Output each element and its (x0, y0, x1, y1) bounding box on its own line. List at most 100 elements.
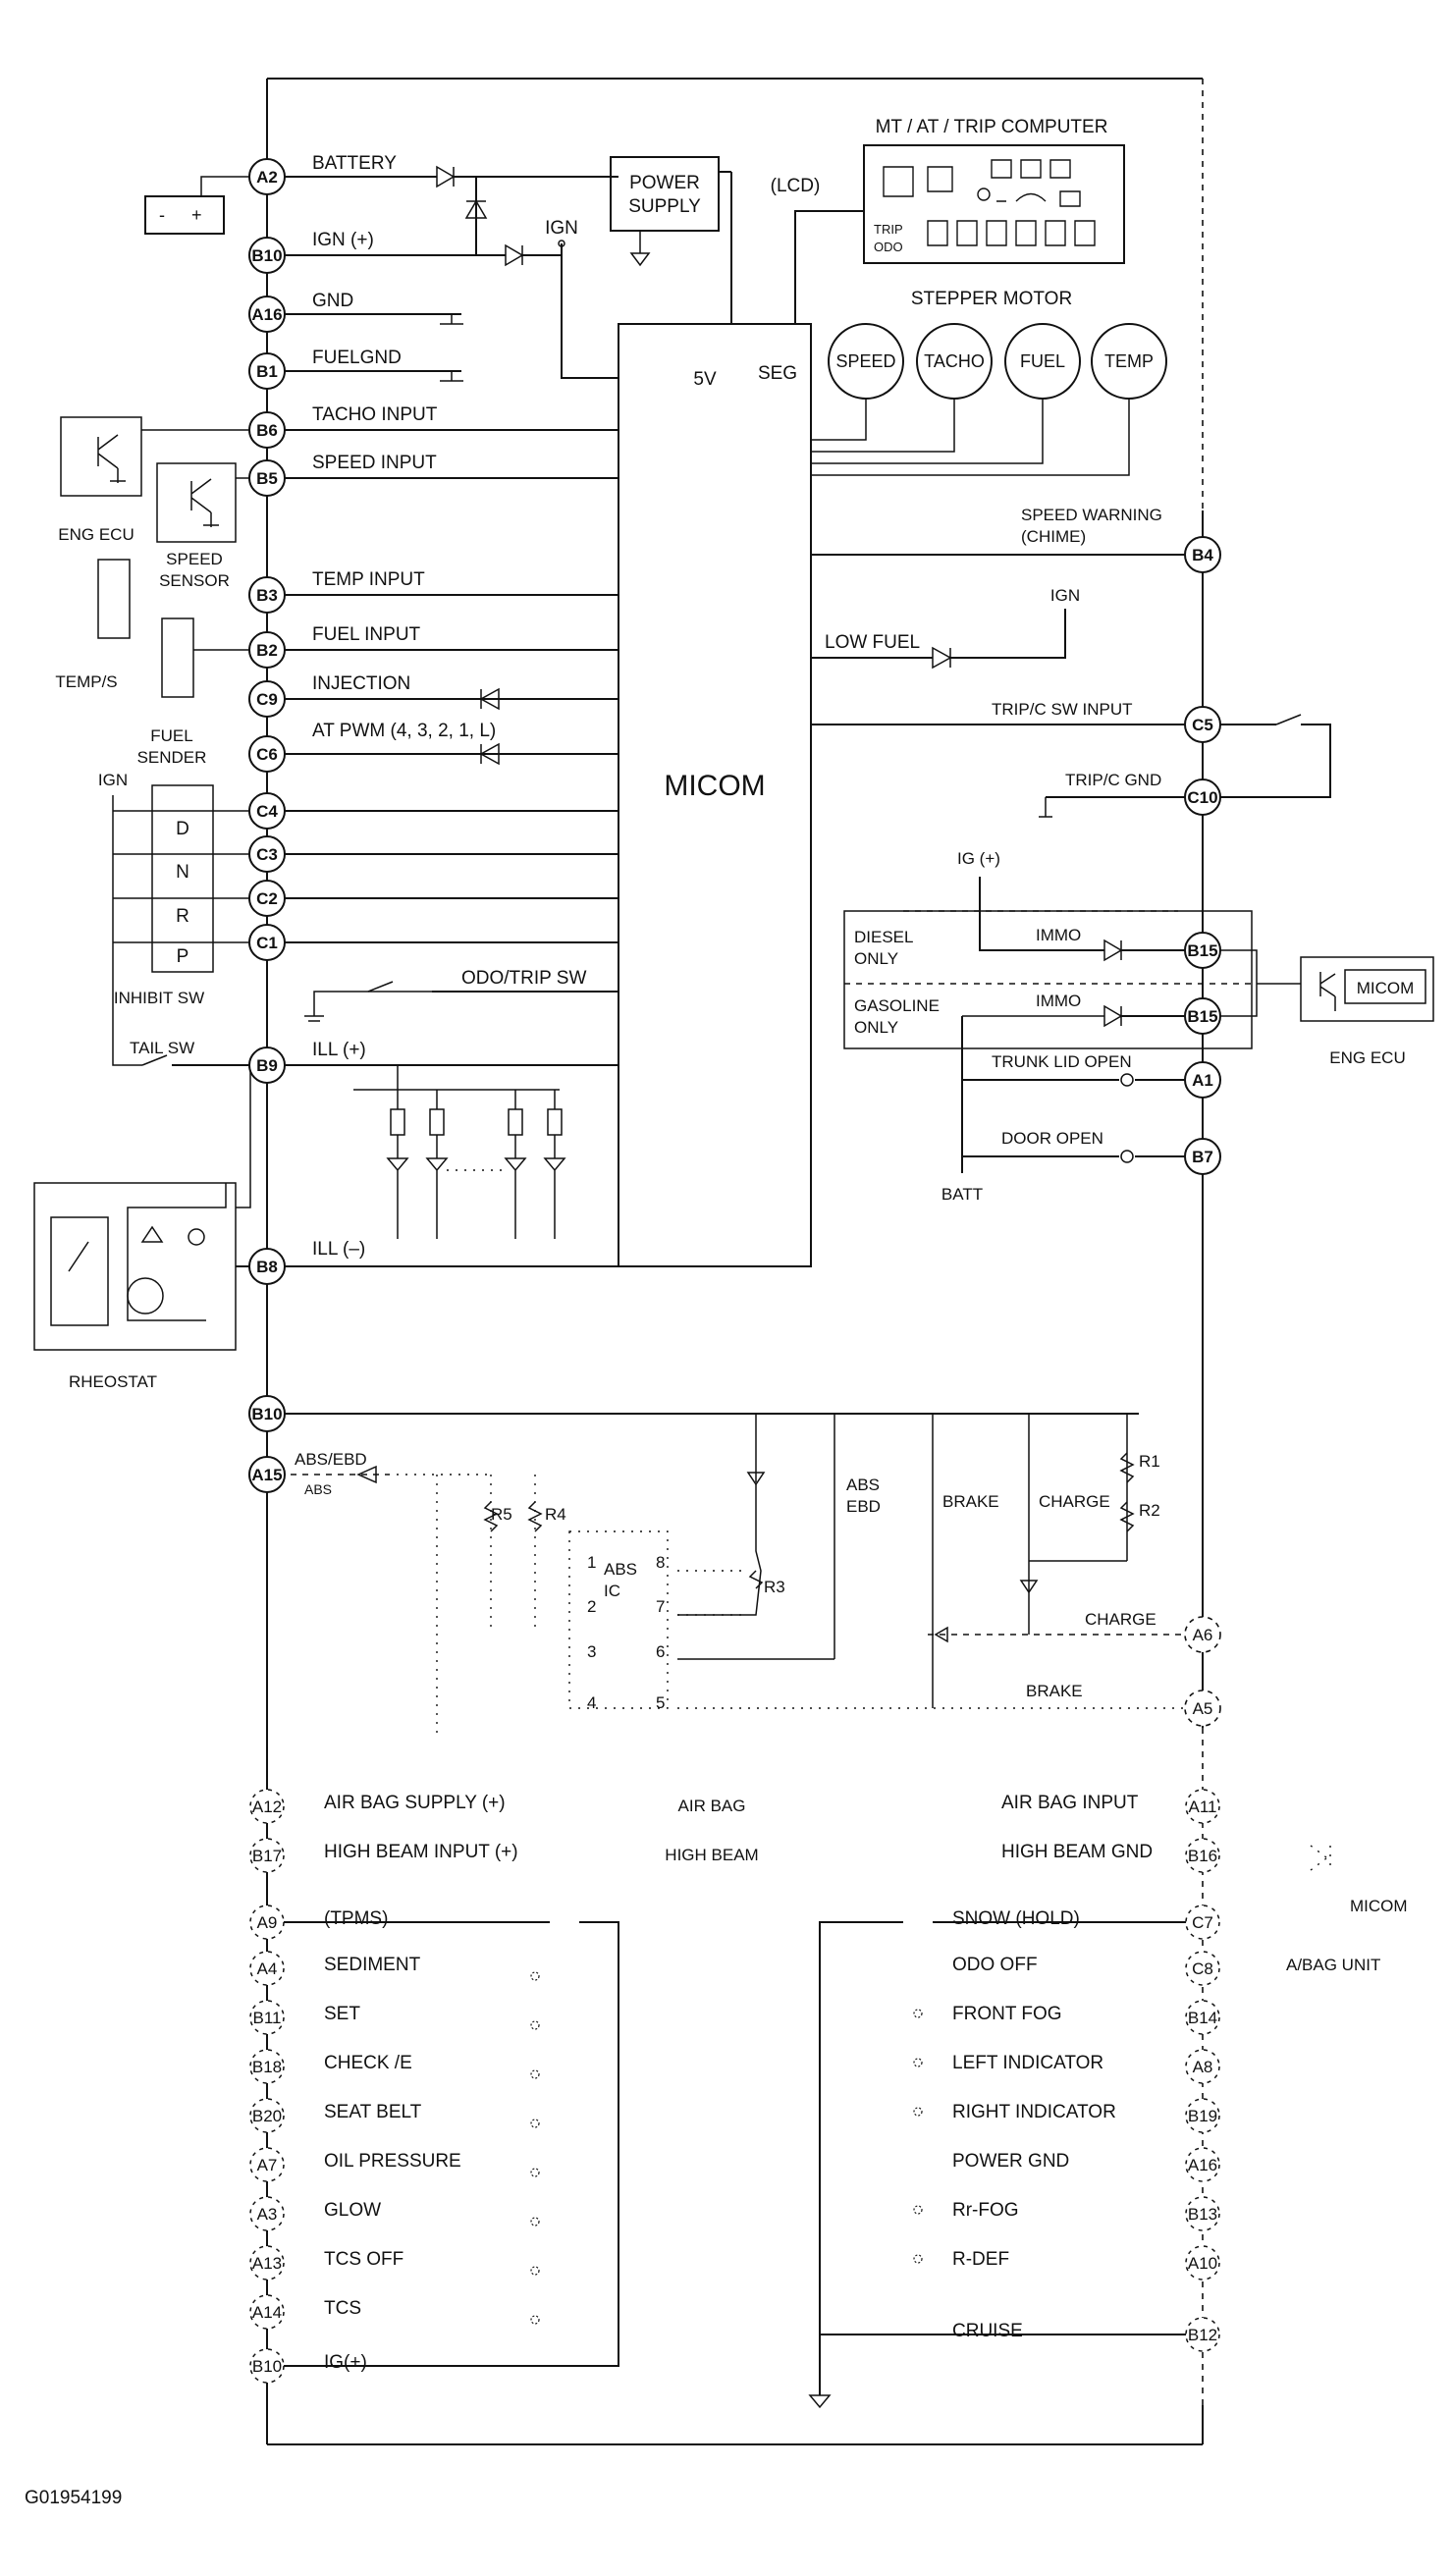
indicator-label: CHECK /E (324, 2053, 412, 2073)
connector-pin (249, 1905, 285, 1940)
indicator-label: CRUISE (952, 2321, 1023, 2341)
gasoline-label-2: ONLY (854, 1018, 898, 1037)
indicator-row-cruise: B12 CRUISE (952, 2317, 1220, 2352)
abs-pin-3: 3 (587, 1642, 596, 1661)
connector-pin-b6: B6 (248, 411, 286, 449)
indicator-label: POWER GND (952, 2151, 1069, 2172)
connector-pin (249, 1838, 285, 1873)
pin-label: B10 (252, 2357, 282, 2376)
temp-s-label: TEMP/S (55, 672, 117, 691)
pin-label: A8 (1193, 2058, 1213, 2076)
svg-text:C10: C10 (1187, 788, 1217, 807)
svg-text:A6: A6 (1193, 1626, 1213, 1644)
ground-icon (440, 371, 463, 382)
connector-pin-b8: B8 (248, 1248, 286, 1285)
low-fuel-label: LOW FUEL (825, 632, 920, 653)
ground-icon (808, 2394, 832, 2409)
charge-label: CHARGE (1085, 1610, 1156, 1629)
svg-text:C4: C4 (256, 802, 278, 821)
indicator-label: LEFT INDICATOR (952, 2053, 1103, 2073)
indicator-row-ig: B10 IG(+) (249, 2348, 367, 2384)
pin-label: B19 (1188, 2107, 1217, 2125)
inhibit-n: N (176, 862, 189, 883)
svg-text:+: + (191, 205, 202, 225)
svg-text:TACHO: TACHO (924, 351, 985, 371)
abs-pin-8: 8 (656, 1553, 665, 1572)
fuel-input-label: FUEL INPUT (312, 624, 421, 645)
diode-icon (479, 687, 500, 711)
immo-micom-label: MICOM (1357, 979, 1415, 997)
connector-pin (1185, 2147, 1220, 2182)
connector-pin (249, 2348, 285, 2384)
connector-pin-b5: B5 (248, 459, 286, 497)
pin-label: B18 (252, 2058, 282, 2076)
pin-label: C7 (1192, 1913, 1213, 1932)
pin-label: A12 (252, 1798, 282, 1816)
connector-pin (1185, 2000, 1220, 2035)
power-supply-label-2: SUPPLY (628, 196, 701, 217)
fuel-gauge: FUEL (1004, 323, 1081, 400)
connector-pin (1185, 1838, 1220, 1873)
connector-pin-a2: A2 (248, 158, 286, 195)
lamp-icon (188, 1228, 205, 1246)
svg-text:A15: A15 (251, 1466, 282, 1484)
ground-icon (629, 252, 651, 267)
indicator-led-icon (530, 2119, 540, 2128)
fuelgnd-label: FUELGND (312, 348, 402, 368)
indicator-label: TCS (324, 2298, 361, 2319)
pin-label: B12 (1188, 2326, 1217, 2344)
temp-gauge: TEMP (1091, 323, 1167, 400)
svg-text:B9: B9 (256, 1056, 278, 1075)
abs-pin-5: 5 (656, 1693, 665, 1712)
lamp-icon (1120, 1150, 1134, 1163)
inhibit-switch-box (151, 784, 214, 973)
indicator-label: TCS OFF (324, 2249, 403, 2270)
rheostat-label: RHEOSTAT (69, 1372, 157, 1391)
pin-label: A7 (257, 2156, 278, 2174)
immo-ecu-box (1300, 956, 1434, 1022)
connector-pin (249, 2000, 285, 2035)
speed-warning-label-1: SPEED WARNING (1021, 506, 1162, 524)
inhibit-sw-label: INHIBIT SW (114, 989, 204, 1007)
ign-top-label: IGN (545, 218, 578, 239)
indicator-row-air-bag-supply: A12 AIR BAG SUPPLY (+) (249, 1789, 506, 1824)
batt-label: BATT (941, 1185, 983, 1204)
switch-icon (1275, 714, 1302, 725)
pin-label: B20 (252, 2107, 282, 2125)
lcd-title: MT / AT / TRIP COMPUTER (876, 117, 1108, 137)
connector-pin (249, 1951, 285, 1986)
connector-pin-a16: A16 (248, 295, 286, 333)
indicator-label: AIR BAG SUPPLY (+) (324, 1793, 506, 1813)
switch-icon (141, 1054, 168, 1066)
pin-label: B17 (252, 1847, 282, 1865)
ill-plus-label: ILL (+) (312, 1040, 366, 1060)
indicator-row-check-e: B18 CHECK /E (249, 2049, 540, 2084)
indicator-label: HIGH BEAM GND (1001, 1842, 1153, 1862)
svg-text:A2: A2 (256, 168, 278, 187)
lcd-odo: ODO (874, 240, 903, 254)
svg-text:A5: A5 (1193, 1699, 1213, 1718)
connector-pin-b1: B1 (248, 352, 286, 390)
indicator-led-icon (530, 2020, 540, 2030)
temp-input-label: TEMP INPUT (312, 569, 425, 590)
indicator-led-icon (530, 1971, 540, 1981)
indicator-label: IG(+) (324, 2352, 367, 2373)
transistor-icon (97, 434, 126, 483)
indicator-label: Rr-FOG (952, 2200, 1019, 2221)
fuel-sender-label-1: FUEL (150, 726, 192, 745)
abag-micom-label: MICOM (1350, 1897, 1408, 1915)
indicator-label: R-DEF (952, 2249, 1009, 2270)
eng-ecu-right-label: ENG ECU (1329, 1048, 1405, 1067)
5v-label: 5V (693, 369, 717, 390)
lamp-icon (1120, 1073, 1134, 1087)
connector-pin (1185, 2245, 1220, 2281)
connector-pin (1185, 2196, 1220, 2231)
svg-text:B15: B15 (1187, 941, 1217, 960)
arrow-icon (356, 1465, 377, 1484)
